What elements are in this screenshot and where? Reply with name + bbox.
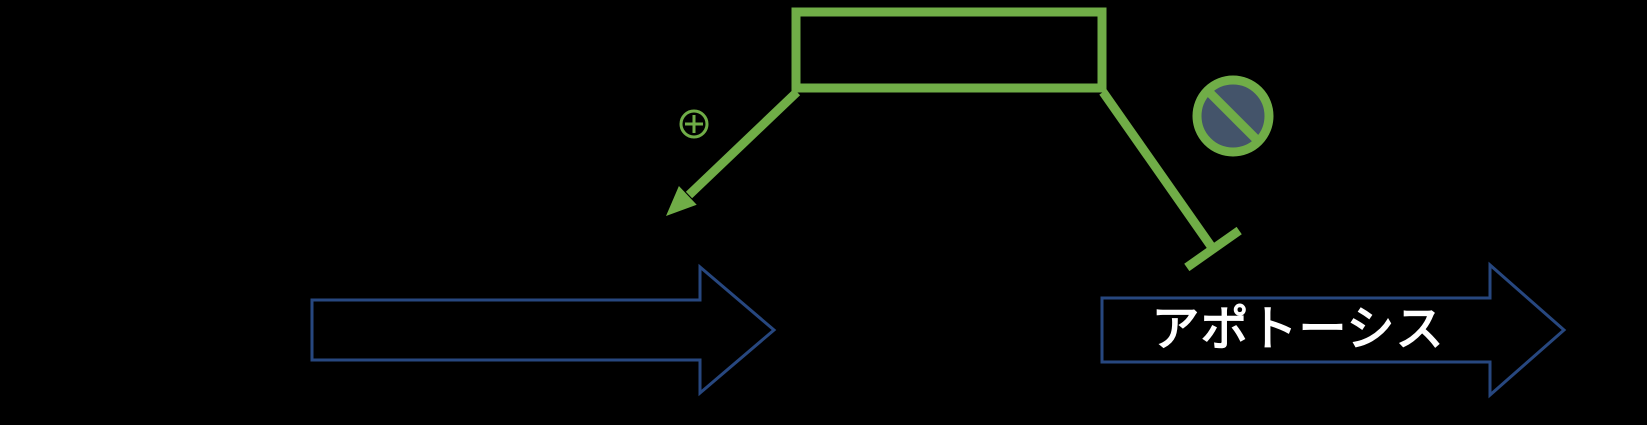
activation-arrow-line	[685, 88, 801, 199]
prohibition-icon	[1192, 75, 1274, 157]
inhibition-line	[1099, 89, 1217, 252]
block-arrow-left	[310, 263, 777, 397]
activation-arrowhead	[666, 186, 697, 216]
block-arrow-apoptosis	[1100, 261, 1567, 399]
plus-circle-ring	[679, 109, 709, 139]
plus-circle-icon	[679, 109, 709, 139]
inhibition-tbar	[1184, 226, 1242, 272]
prohibition-slash	[1204, 87, 1262, 145]
top-label-box	[791, 7, 1107, 93]
top-box-label	[798, 18, 1098, 82]
